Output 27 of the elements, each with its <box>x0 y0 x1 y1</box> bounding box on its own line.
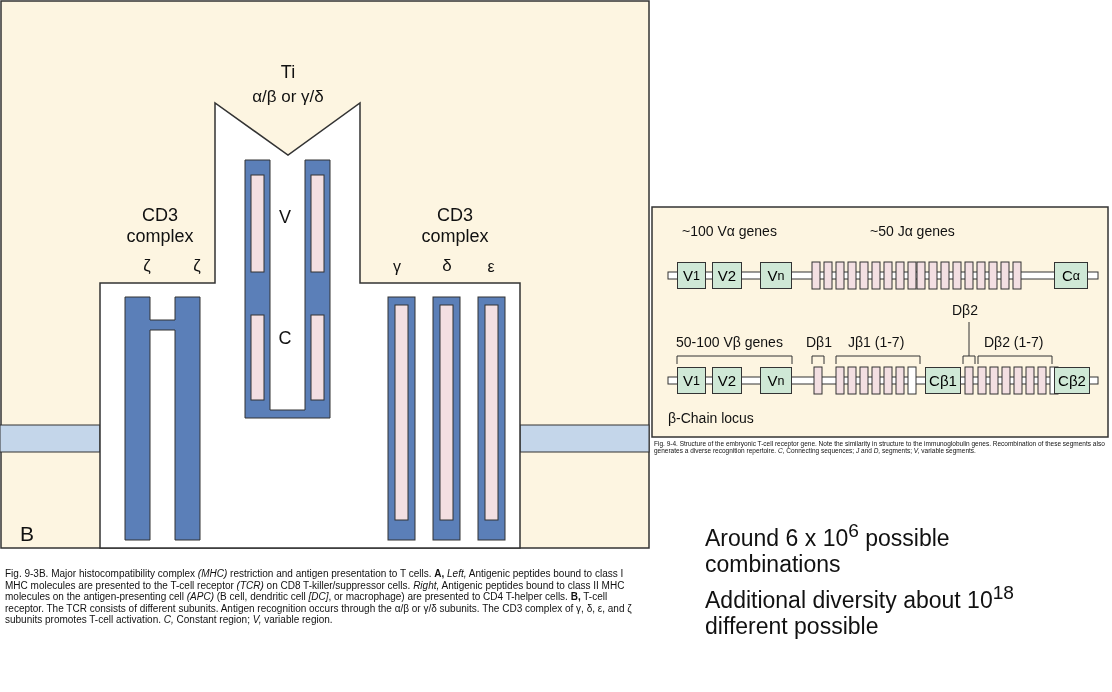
gene-segment-box: Cβ2 <box>1054 367 1090 394</box>
panel-letter: B <box>20 522 35 547</box>
subunit-label: ε <box>486 258 496 277</box>
figure-caption: Fig. 9-3B. Major histocompatibility complex (MHC) restriction and antigen presentation to T cells. A, Left, Antigenic peptides bound to class I MHC molecules are presented to the T-cell receptor (TCR) on CD8 T-killer/suppressor cells. Right, Antigenic peptides bound to class II MHC molecules on the antigen-presenting cell (APC) (B cell, dendritic cell [DC], or macrophage) are presented to CD4 T-helper cells. B, T-cell receptor. The TCR consists of different subunits. Antigen recognition occurs through the α/β or γ/δ subunits. The CD3 complex of γ, δ, ε, and ζ subunits promotes T-cell activation. C, Constant region; V, variable region. <box>5 568 633 626</box>
subunit-label: γ <box>392 258 402 277</box>
receptor-label: Ti <box>279 62 297 83</box>
subunit-label: ζ <box>142 256 152 276</box>
subunit-label: δ <box>441 256 453 276</box>
region-label: C <box>277 328 293 349</box>
gene-group-label: ~50 Jα genes <box>870 223 956 240</box>
chain-label: α/β or γ/δ <box>251 87 325 107</box>
complex-label: CD3 complex <box>420 205 490 247</box>
note-text: Around 6 x 10$^{6}$ possible combinations <box>705 520 951 578</box>
region-label: V <box>278 207 292 228</box>
subunit-label: ζ <box>192 256 202 276</box>
segment-label: Dβ2 <box>952 302 979 319</box>
gene-group-label: ~100 Vα genes <box>682 223 778 240</box>
gene-segment-box: V2 <box>712 367 742 394</box>
gene-group-label: 50-100 Vβ genes <box>676 334 784 351</box>
segment-label: Dβ1 <box>806 334 833 351</box>
gene-segment-box: Cβ1 <box>925 367 961 394</box>
locus-label: β-Chain locus <box>668 410 755 427</box>
gene-segment-box: V2 <box>712 262 742 289</box>
complex-label: CD3 complex <box>125 205 195 247</box>
gene-group-label: Jβ1 (1-7) <box>848 334 906 351</box>
note-text: Additional diversity about 10$^{18}$ different possible <box>705 582 1015 640</box>
gene-group-label: Dβ2 (1-7) <box>984 334 1045 351</box>
